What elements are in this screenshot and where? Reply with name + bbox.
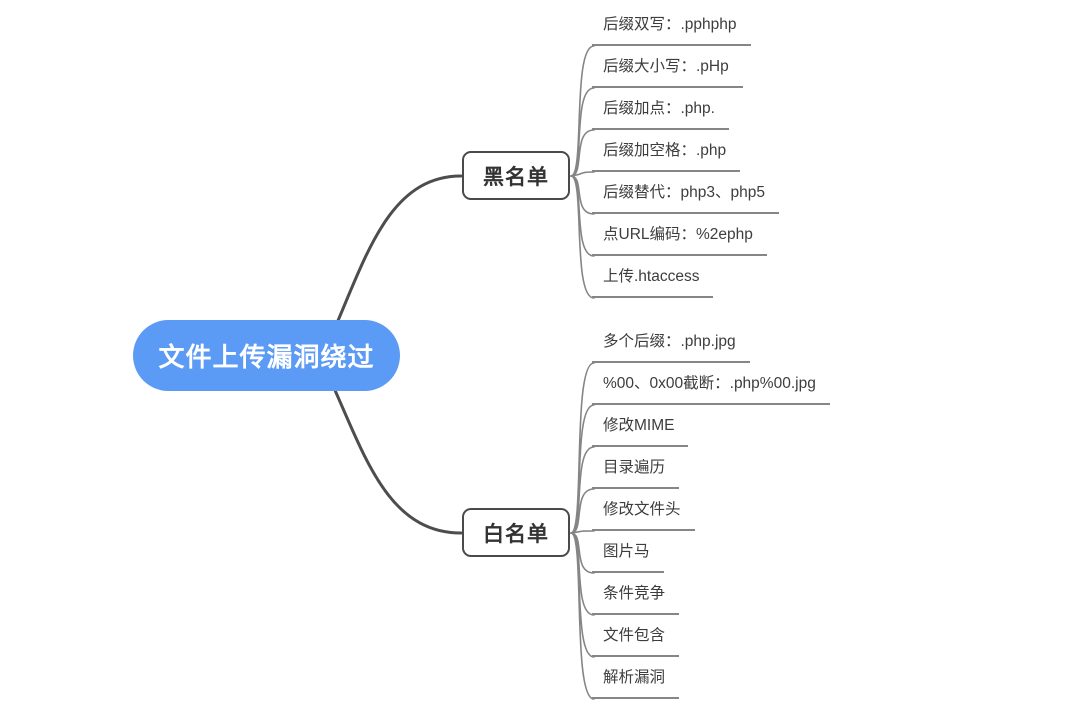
leaf-whitelist-2[interactable]: 修改MIME <box>592 416 689 447</box>
branch-node-blacklist[interactable]: 黑名单 <box>462 151 570 200</box>
root-node[interactable]: 文件上传漏洞绕过 <box>133 320 400 391</box>
connector-blacklist-leaf-2 <box>570 129 595 177</box>
connector-whitelist-leaf-0 <box>570 362 595 534</box>
leaf-whitelist-1[interactable]: %00、0x00截断：.php%00.jpg <box>592 374 830 405</box>
connector-root-to-blacklist <box>335 174 463 325</box>
leaf-whitelist-3[interactable]: 目录遍历 <box>592 458 680 489</box>
connector-whitelist-leaf-6 <box>570 532 595 616</box>
leaf-whitelist-7[interactable]: 文件包含 <box>592 626 680 657</box>
branch-node-whitelist-label: 白名单 <box>483 522 549 546</box>
connector-whitelist-leaf-4 <box>570 530 595 534</box>
root-node-label: 文件上传漏洞绕过 <box>158 342 375 372</box>
connector-whitelist-leaf-7 <box>570 532 595 658</box>
connector-blacklist-leaf-0 <box>570 45 595 177</box>
connector-blacklist-leaf-6 <box>570 175 595 299</box>
branch-node-blacklist-label: 黑名单 <box>483 165 549 189</box>
leaf-blacklist-4[interactable]: 后缀替代：php3、php5 <box>592 183 779 214</box>
connector-blacklist-leaf-1 <box>570 87 595 177</box>
leaf-whitelist-6[interactable]: 条件竞争 <box>592 584 680 615</box>
connector-root-to-whitelist <box>332 386 463 535</box>
connector-blacklist-leaf-4 <box>570 175 595 215</box>
connector-blacklist-leaf-5 <box>570 175 595 257</box>
connector-whitelist-leaf-2 <box>570 446 595 534</box>
connector-whitelist-leaf-1 <box>570 404 595 534</box>
connector-whitelist-leaf-3 <box>570 488 595 534</box>
leaf-whitelist-0[interactable]: 多个后缀：.php.jpg <box>592 332 750 363</box>
leaf-blacklist-3[interactable]: 后缀加空格：.php <box>592 141 741 172</box>
leaf-blacklist-6[interactable]: 上传.htaccess <box>592 267 714 298</box>
connector-blacklist-leaf-3 <box>570 171 595 177</box>
leaf-whitelist-5[interactable]: 图片马 <box>592 542 664 573</box>
leaf-blacklist-1[interactable]: 后缀大小写：.pHp <box>592 57 743 88</box>
leaf-blacklist-0[interactable]: 后缀双写：.pphphp <box>592 15 751 46</box>
connector-whitelist-leaf-8 <box>570 532 595 700</box>
leaf-blacklist-2[interactable]: 后缀加点：.php. <box>592 99 729 130</box>
branch-node-whitelist[interactable]: 白名单 <box>462 508 570 557</box>
leaf-blacklist-5[interactable]: 点URL编码：%2ephp <box>592 225 767 256</box>
connector-whitelist-leaf-5 <box>570 532 595 574</box>
leaf-whitelist-8[interactable]: 解析漏洞 <box>592 668 680 699</box>
leaf-whitelist-4[interactable]: 修改文件头 <box>592 500 695 531</box>
